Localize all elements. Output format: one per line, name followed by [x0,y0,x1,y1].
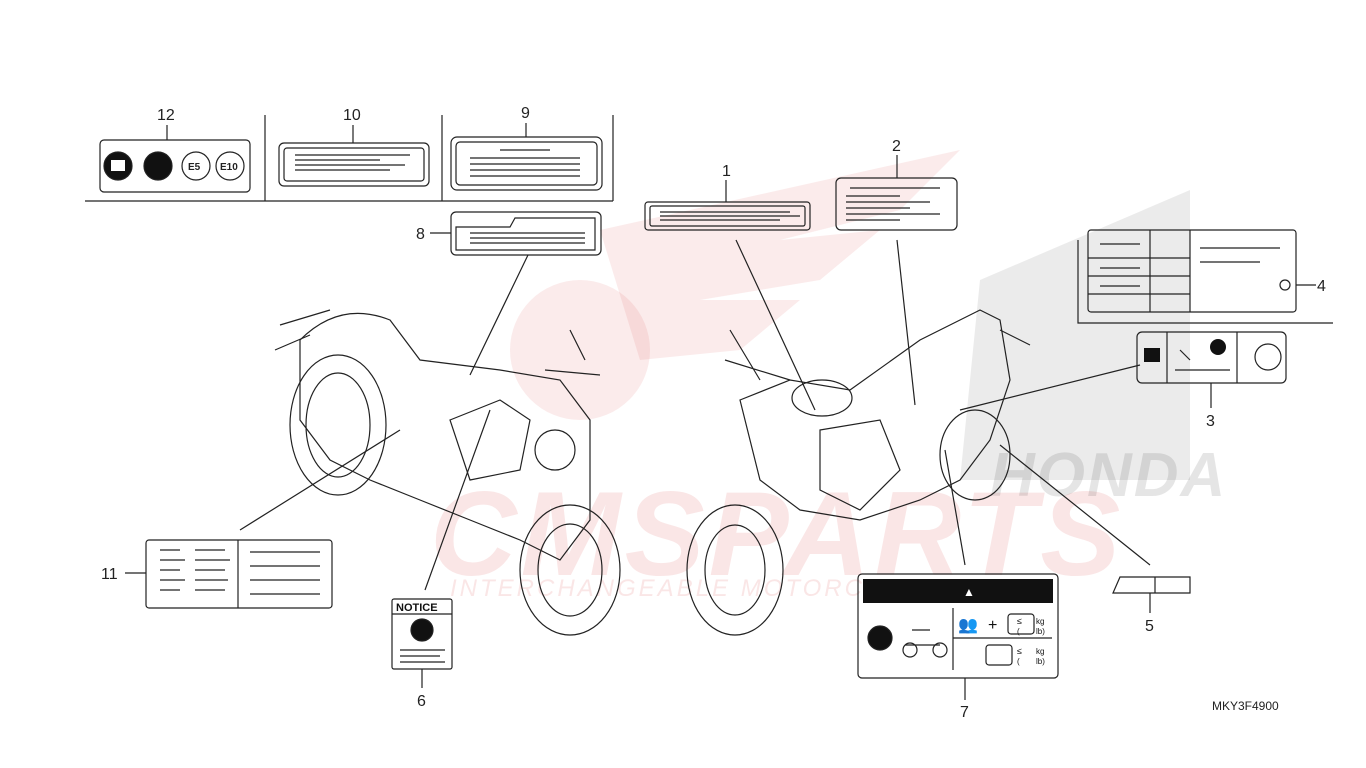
watermark-dots [960,190,1190,480]
lb-lower: lb) [1036,657,1045,666]
callout-6: 6 [417,693,426,710]
left-motorcycle-outline [274,309,621,636]
decal-7 [857,573,1059,679]
decal-4 [1087,229,1297,313]
motorcycle-icon [905,629,940,646]
callout-5: 5 [1145,618,1154,635]
decal-10 [278,142,430,187]
callout-1: 1 [722,163,731,180]
e10-label: E10 [220,162,238,173]
diagram-code: MKY3F4900 [1212,699,1279,713]
fuel-pump-icon [143,151,173,181]
owners-manual-icon [867,625,893,651]
leq-lower: ≤ [1017,646,1022,656]
callout-2: 2 [892,138,901,155]
decal-5 [1112,576,1191,594]
callout-8: 8 [416,226,425,243]
warning-symbol: ▲ [963,585,975,599]
plus-sign: + [988,617,997,634]
callout-7: 7 [960,704,969,721]
paren-lower: ( [1017,657,1020,666]
callout-11: 11 [101,566,118,583]
leader-lines [125,123,1316,700]
callout-4: 4 [1317,278,1326,295]
lb-upper: lb) [1036,627,1045,636]
kg-upper: kg [1036,617,1044,626]
callout-10: 10 [343,107,361,124]
callout-12: 12 [157,107,175,124]
notice-label: NOTICE [396,602,438,614]
luggage-icon [1007,613,1035,635]
top-left-panel-frame [85,115,614,202]
rider-icon: 👥 [958,617,978,634]
decal-11 [145,539,333,609]
e5-label: E5 [188,162,201,173]
right-panel-frame [1077,240,1333,324]
no-entry-icon [410,618,434,642]
decal-12 [99,139,251,193]
right-motorcycle-outline [686,309,1031,636]
decal-1 [644,201,811,231]
callout-3: 3 [1206,413,1215,430]
paren-upper: ( [1017,627,1020,636]
leq-upper: ≤ [1017,616,1022,626]
chain-icon [1279,279,1291,291]
kg-lower: kg [1036,647,1044,656]
callout-9: 9 [521,105,530,122]
